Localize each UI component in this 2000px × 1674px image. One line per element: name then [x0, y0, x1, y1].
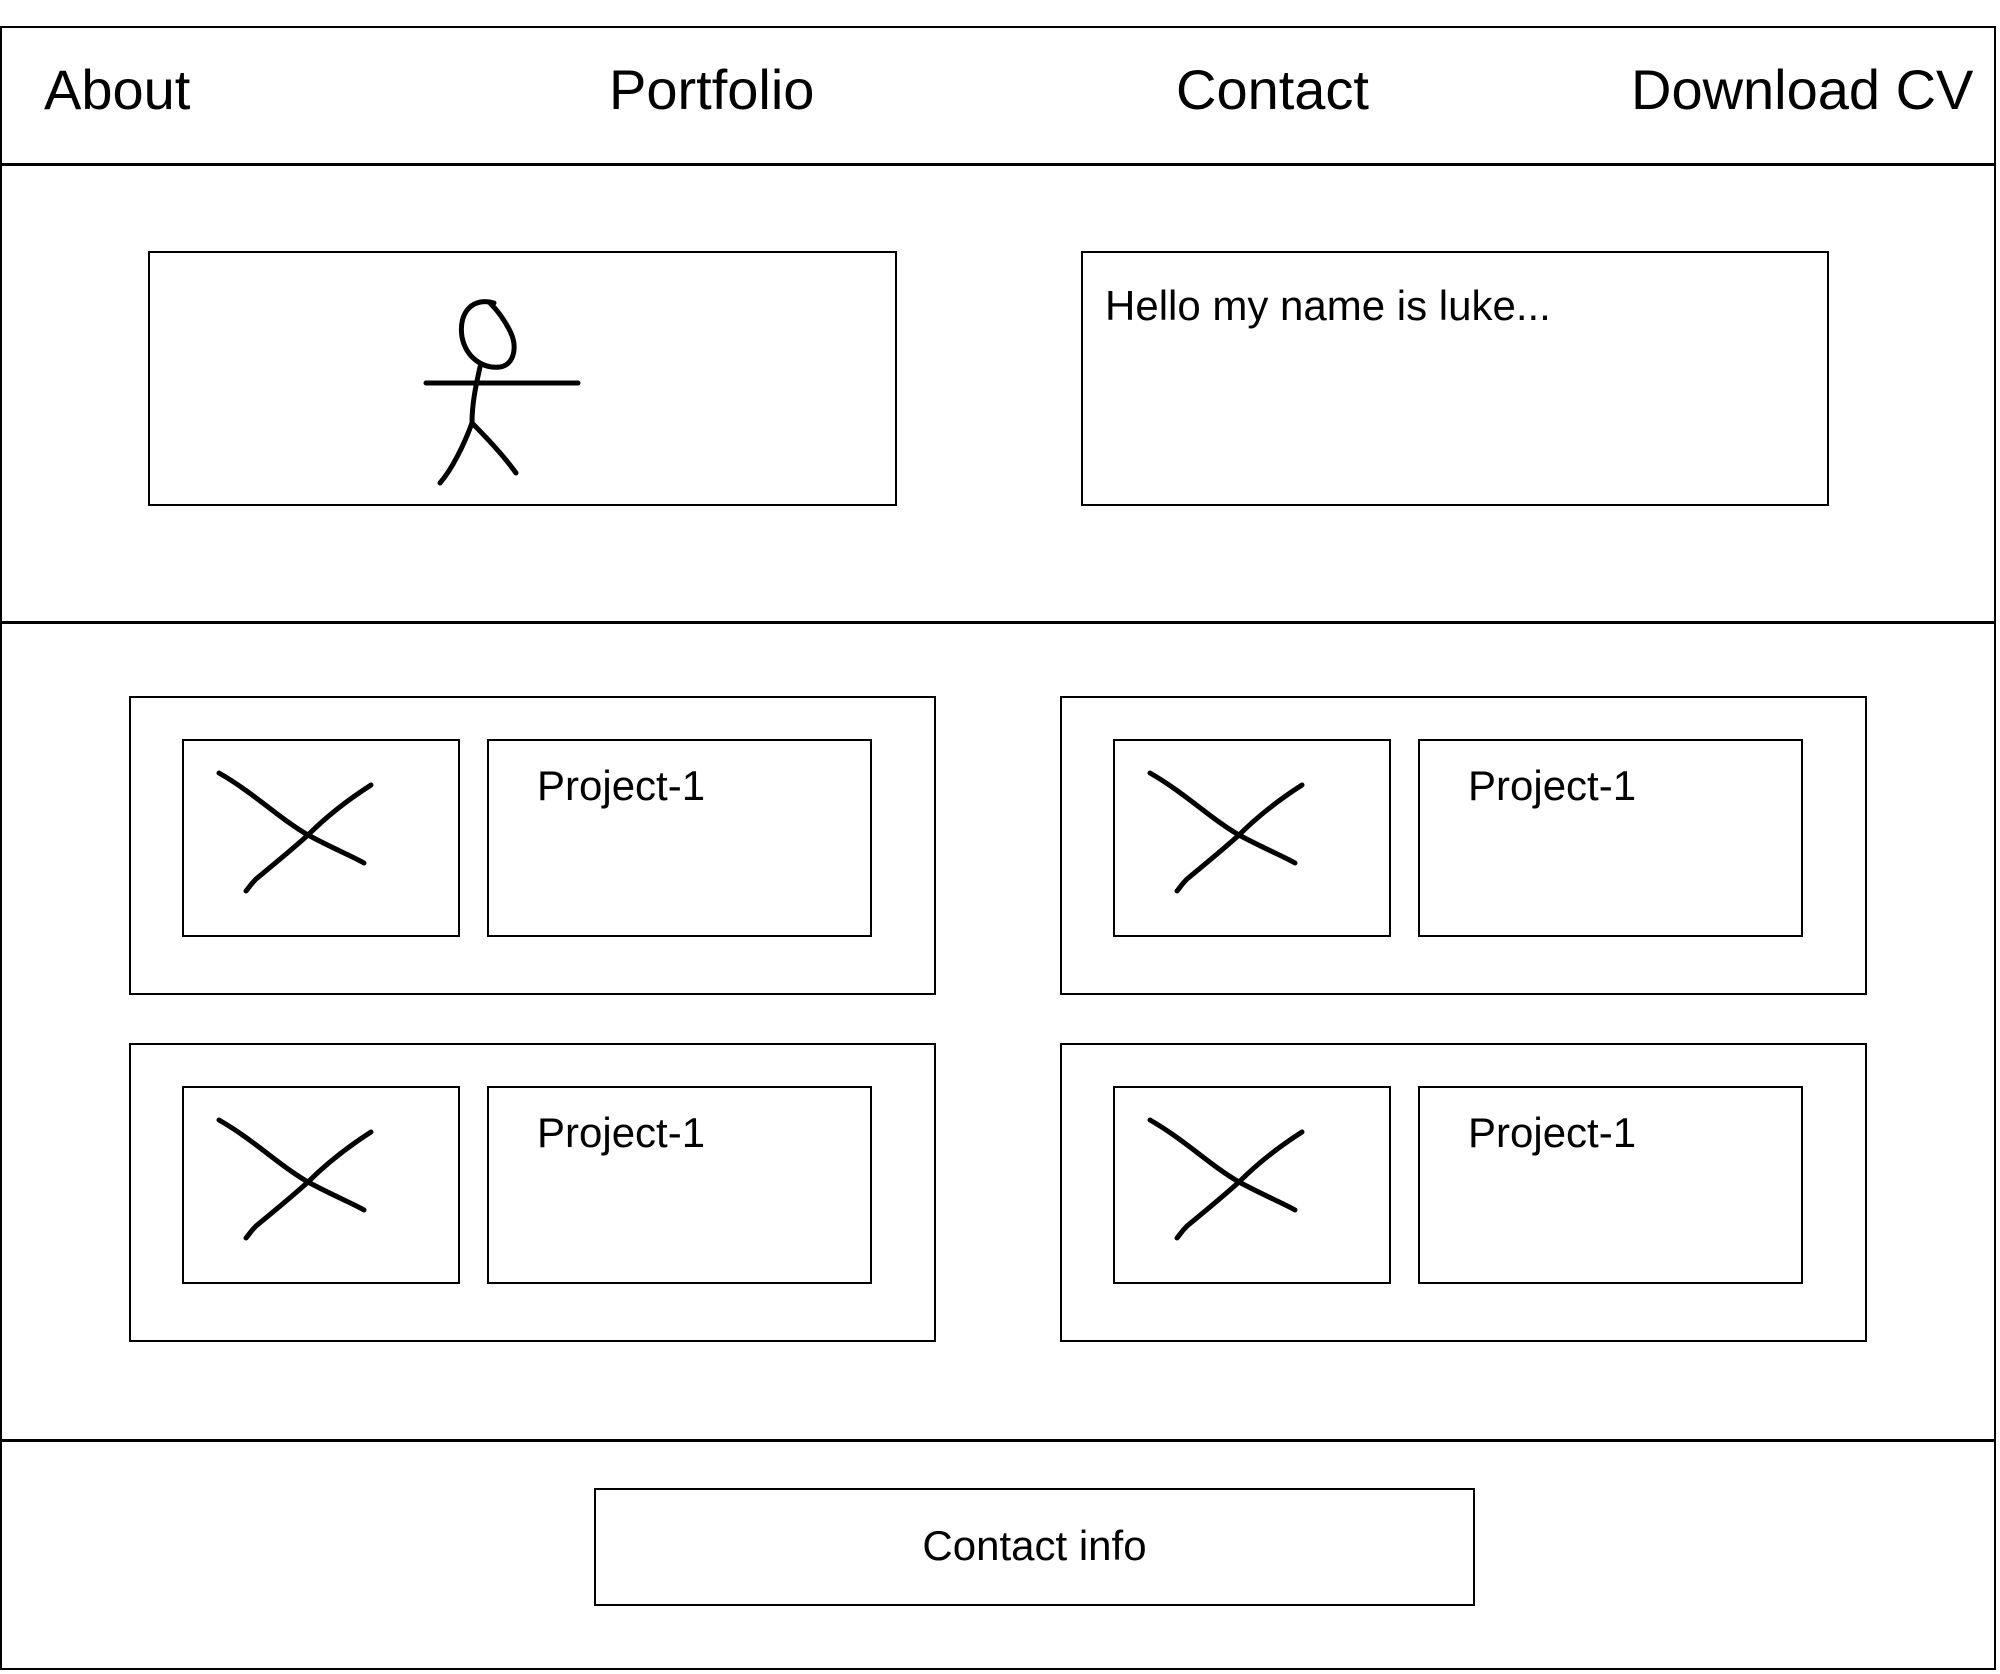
nav-bar: About Portfolio Contact Download CV — [2, 28, 1994, 166]
stick-figure-head — [458, 299, 517, 370]
projects-section: Project-1 Project-1 — [2, 624, 1994, 1442]
project-info-box: Project-1 — [487, 739, 872, 937]
project-title: Project-1 — [1468, 762, 1637, 809]
project-title: Project-1 — [537, 1109, 706, 1156]
project-title: Project-1 — [1468, 1109, 1637, 1156]
project-info-box: Project-1 — [487, 1086, 872, 1284]
project-image-placeholder — [182, 1086, 460, 1284]
image-placeholder-cross-icon — [216, 1117, 374, 1241]
project-card[interactable]: Project-1 — [1060, 1043, 1867, 1342]
stick-figure-body — [469, 364, 483, 426]
project-image-placeholder — [1113, 1086, 1391, 1284]
nav-item-contact[interactable]: Contact — [1176, 58, 1369, 121]
image-placeholder-cross-icon — [216, 770, 374, 894]
intro-box: Hello my name is luke... — [1081, 251, 1829, 506]
image-placeholder-cross-icon — [1147, 770, 1305, 894]
footer-section: Contact info — [2, 1442, 1994, 1668]
nav-item-about[interactable]: About — [44, 58, 191, 121]
project-image-placeholder — [1113, 739, 1391, 937]
stick-figure-right-leg — [469, 420, 519, 476]
nav-item-portfolio[interactable]: Portfolio — [609, 58, 815, 121]
project-image-placeholder — [182, 739, 460, 937]
nav-item-download-cv[interactable]: Download CV — [1631, 58, 1974, 121]
intro-text: Hello my name is luke... — [1105, 282, 1551, 329]
project-info-box: Project-1 — [1418, 739, 1803, 937]
project-info-box: Project-1 — [1418, 1086, 1803, 1284]
contact-info-label: Contact info — [922, 1522, 1147, 1569]
stick-figure-left-leg — [437, 420, 475, 486]
project-title: Project-1 — [537, 762, 706, 809]
project-card[interactable]: Project-1 — [129, 696, 936, 995]
wireframe-page: About Portfolio Contact Download CV Hell… — [0, 26, 1996, 1670]
project-card[interactable]: Project-1 — [129, 1043, 936, 1342]
project-card[interactable]: Project-1 — [1060, 696, 1867, 995]
image-placeholder-cross-icon — [1147, 1117, 1305, 1241]
hero-section: Hello my name is luke... — [2, 166, 1994, 624]
profile-image-box — [148, 251, 897, 506]
contact-info-box[interactable]: Contact info — [594, 1488, 1475, 1606]
stick-figure-icon — [423, 299, 581, 486]
